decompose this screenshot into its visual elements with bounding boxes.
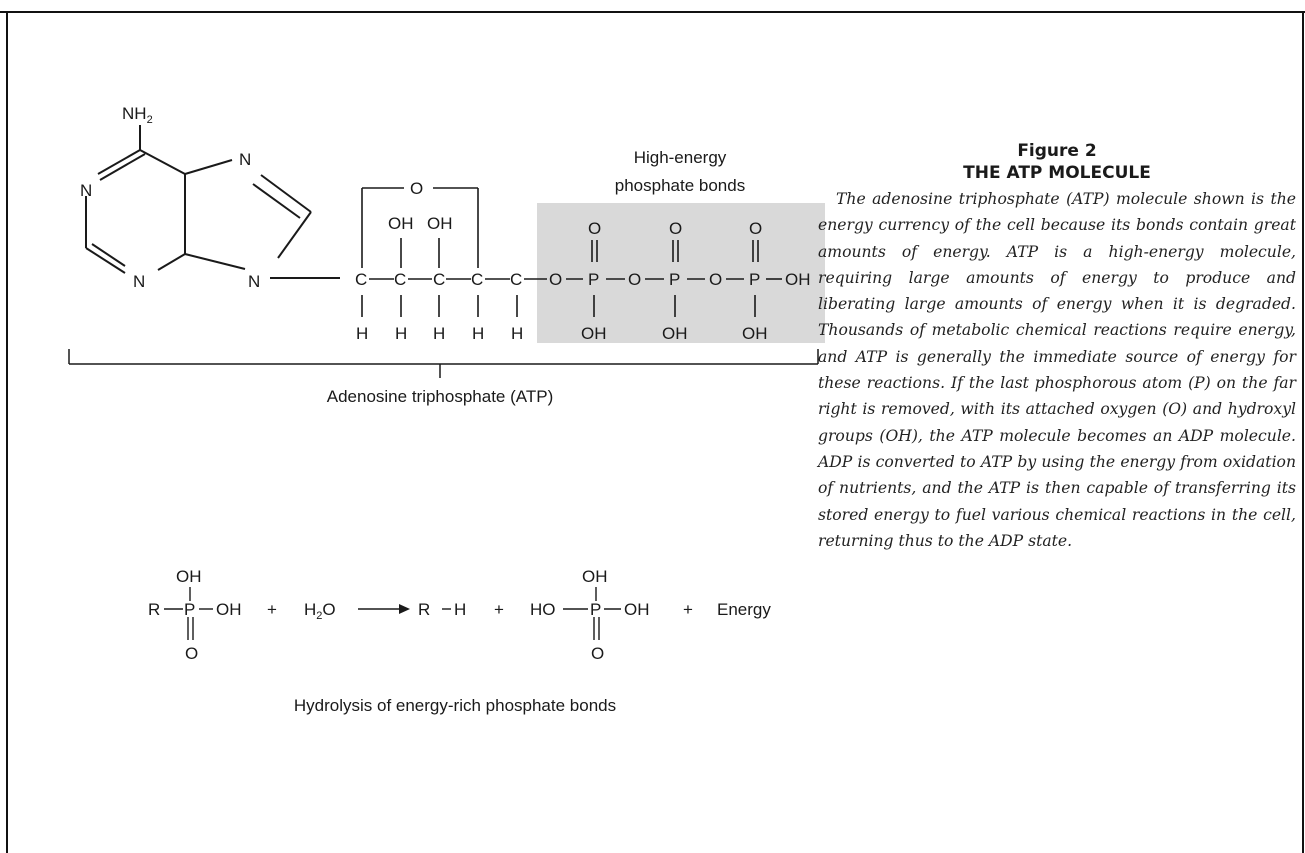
plus-2: + [494,600,504,619]
phosphorus-1: P [588,270,599,289]
amine-label: NH2 [122,104,153,126]
adenine-n7: N [239,150,251,169]
double-oxygen-2: O [669,219,682,238]
phosphate-oh-1: OH [581,324,607,343]
product-o-bottom: O [591,644,604,663]
hydrogen-1: H [356,324,368,343]
product-oh-right: OH [624,600,650,619]
reactant-p: P [184,600,195,619]
ring-oxygen: O [410,179,423,198]
reactant-o-bottom: O [185,644,198,663]
high-energy-label-line1: High-energy [634,148,727,167]
figure-caption: Figure 2 THE ATP MOLECULE The adenosine … [818,140,1296,554]
atp-bracket [68,349,819,378]
ribose-bonds [361,187,547,317]
figure-body-text: The adenosine triphosphate (ATP) molecul… [818,190,1296,550]
ribose-oh-2: OH [427,214,453,233]
carbon-3: C [433,270,445,289]
ribose-oh-1: OH [388,214,414,233]
phosphorus-2: P [669,270,680,289]
energy-label: Energy [717,600,771,619]
hydrolysis-label: Hydrolysis of energy-rich phosphate bond… [294,696,616,715]
phosphate-bonds [566,240,782,317]
carbon-2: C [394,270,406,289]
bridge-oxygen-3: O [709,270,722,289]
adenine-n9: N [248,272,260,291]
high-energy-highlight [537,203,825,343]
hydrogen-3: H [433,324,445,343]
hydrolysis-bonds [164,587,621,640]
high-energy-label-line2: phosphate bonds [615,176,745,195]
plus-3: + [683,600,693,619]
hydrogen-2: H [395,324,407,343]
carbon-1: C [355,270,367,289]
water: H2O [304,600,336,622]
product-p: P [590,600,601,619]
reactant-oh-right: OH [216,600,242,619]
bridge-oxygen-1: O [549,270,562,289]
hydrogen-4: H [472,324,484,343]
adenine-n3: N [133,272,145,291]
hydrogen-5: H [511,324,523,343]
figure-number: Figure 2 [1017,141,1097,161]
double-oxygen-1: O [588,219,601,238]
plus-1: + [267,600,277,619]
product-r: R [418,600,430,619]
atp-label: Adenosine triphosphate (ATP) [327,387,553,406]
double-oxygen-3: O [749,219,762,238]
product-ho: HO [530,600,556,619]
adenine-bonds [85,125,340,279]
reaction-arrow [399,604,410,614]
figure-title: THE ATP MOLECULE [963,163,1151,183]
adenine-n1: N [80,181,92,200]
reactant-oh-top: OH [176,567,202,586]
phosphate-oh-2: OH [662,324,688,343]
carbon-4: C [471,270,483,289]
bridge-oxygen-2: O [628,270,641,289]
phosphate-oh-3: OH [742,324,768,343]
product-h: H [454,600,466,619]
product-oh-top: OH [582,567,608,586]
carbon-5: C [510,270,522,289]
terminal-hydroxyl: OH [785,270,811,289]
phosphorus-3: P [749,270,760,289]
reactant-r: R [148,600,160,619]
